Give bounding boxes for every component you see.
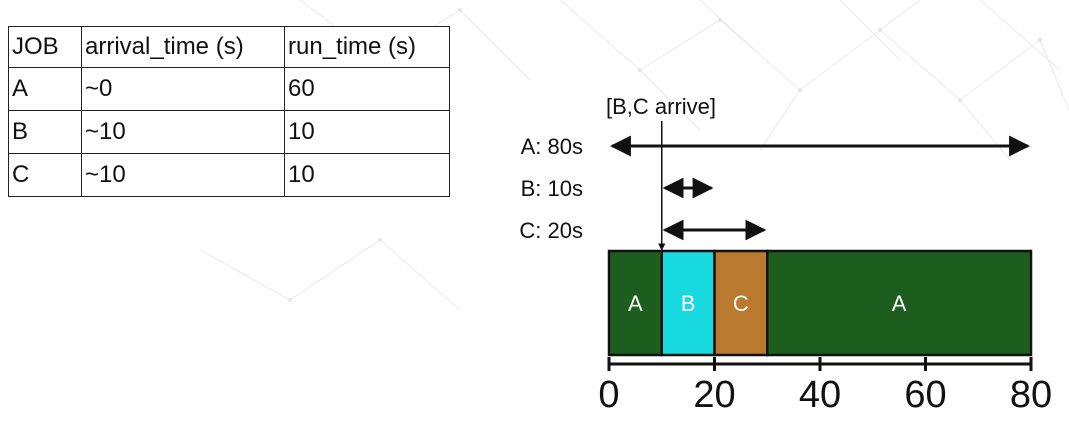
schedule-segment bbox=[660, 249, 716, 357]
schedule-segment bbox=[713, 249, 769, 357]
table-cell-job: B bbox=[8, 110, 82, 154]
arrival-event-label: [B,C arrive] bbox=[606, 94, 716, 119]
table-cell-job: A bbox=[8, 67, 82, 111]
table-cell-job: C bbox=[8, 153, 82, 197]
table-header-runtime: run_time (s) bbox=[284, 26, 450, 68]
schedule-segment bbox=[766, 249, 1033, 357]
table-cell-runtime: 10 bbox=[284, 110, 450, 154]
table-cell-runtime: 10 bbox=[284, 153, 450, 197]
schedule-segment-label: B bbox=[681, 291, 696, 316]
jobs-table: JOB arrival_time (s) run_time (s) A ~0 6… bbox=[8, 26, 450, 197]
axis-tick-label: 20 bbox=[693, 374, 735, 416]
schedule-segment-label: A bbox=[892, 291, 907, 316]
table-cell-runtime: 60 bbox=[284, 67, 450, 111]
turnaround-label: A: 80s bbox=[521, 134, 583, 159]
turnaround-label: C: 20s bbox=[519, 218, 583, 243]
axis-tick-label: 0 bbox=[598, 374, 619, 416]
table-cell-arrival: ~10 bbox=[81, 110, 285, 154]
axis-tick-label: 60 bbox=[904, 374, 946, 416]
table-row: C ~10 10 bbox=[8, 153, 450, 197]
table-row: A ~0 60 bbox=[8, 67, 450, 111]
table-cell-arrival: ~0 bbox=[81, 67, 285, 111]
turnaround-label: B: 10s bbox=[521, 176, 583, 201]
axis-tick-label: 80 bbox=[1010, 374, 1052, 416]
table-header-job: JOB bbox=[8, 26, 82, 68]
schedule-segment-label: A bbox=[628, 291, 643, 316]
schedule-segment bbox=[607, 249, 663, 357]
table-cell-arrival: ~10 bbox=[81, 153, 285, 197]
table-header-arrival: arrival_time (s) bbox=[81, 26, 285, 68]
table-header-row: JOB arrival_time (s) run_time (s) bbox=[8, 26, 450, 68]
axis-tick-label: 40 bbox=[799, 374, 841, 416]
schedule-segment-label: C bbox=[733, 291, 749, 316]
table-row: B ~10 10 bbox=[8, 110, 450, 154]
